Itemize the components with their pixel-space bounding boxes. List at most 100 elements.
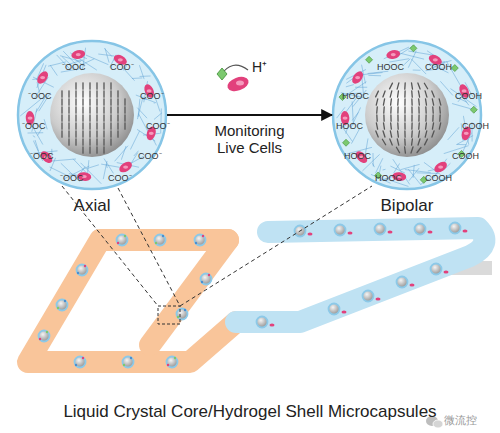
- hydrogel-shell: [332, 40, 482, 190]
- dot: [57, 307, 59, 309]
- dot: [201, 281, 203, 283]
- lc-molecule: [75, 131, 76, 137]
- enzyme-highlight: [464, 132, 469, 135]
- carboxyl-label: HOOC: [375, 174, 402, 184]
- bipolar-capsule: [332, 40, 482, 190]
- lc-molecule: [404, 139, 406, 145]
- polymer-mesh: [33, 136, 35, 138]
- lc-molecule: [110, 123, 111, 129]
- dot: [130, 357, 132, 359]
- reaction-arrow: [167, 114, 332, 116]
- microcapsule: [375, 224, 386, 235]
- carboxyl-label: ⁻OOC: [22, 122, 46, 132]
- lc-molecule: [404, 123, 405, 129]
- microcapsule: [155, 235, 166, 246]
- enzyme: [35, 69, 50, 85]
- carboxyl-label: HOOC: [377, 63, 404, 73]
- lc-molecule: [68, 107, 69, 113]
- lc-molecule: [425, 123, 427, 129]
- lc-molecule: [432, 91, 434, 97]
- lc-molecule: [411, 131, 413, 137]
- lc-molecule: [390, 131, 391, 137]
- cell-dot: [428, 230, 433, 233]
- microcapsule: [397, 277, 408, 288]
- microcapsule: [363, 291, 374, 302]
- enzyme: [225, 74, 250, 94]
- carboxyl-label: ⁻OOC: [62, 63, 86, 73]
- watermark: 微流控: [444, 414, 477, 426]
- polymer-mesh: [383, 169, 386, 171]
- lc-molecule: [82, 99, 83, 105]
- lc-molecule: [89, 123, 90, 129]
- capsule-node: Axial: [17, 40, 167, 190]
- lc-molecule: [404, 107, 405, 113]
- lc-molecule: [411, 123, 413, 129]
- lc-molecule: [89, 83, 90, 89]
- lc-molecule: [117, 107, 118, 113]
- polymer-mesh: [86, 55, 108, 65]
- dot: [208, 274, 210, 276]
- lc-molecule: [89, 139, 90, 145]
- lc-molecule: [390, 115, 391, 121]
- lc-molecule: [411, 139, 413, 145]
- hydrogel-shell: [17, 40, 167, 190]
- lc-molecule: [383, 107, 385, 113]
- polymer-mesh: [375, 158, 382, 173]
- lc-molecule: [103, 107, 104, 113]
- capsule-state-label: Bipolar: [307, 196, 500, 216]
- cell-dot: [388, 230, 393, 233]
- dot: [184, 309, 186, 311]
- lc-molecule: [82, 147, 83, 153]
- carboxyl-label: HOOC: [336, 122, 363, 132]
- lc-molecule: [432, 123, 433, 129]
- lc-molecule: [110, 139, 111, 145]
- lc-molecule: [110, 91, 111, 97]
- enzyme-highlight: [433, 58, 438, 61]
- lc-molecule: [397, 107, 398, 113]
- dot: [75, 364, 77, 366]
- microfluidic-channels: [28, 228, 492, 362]
- polymer-mesh: [50, 65, 57, 75]
- lc-molecule: [89, 147, 90, 153]
- dot: [155, 242, 157, 244]
- lc-molecule: [61, 91, 62, 97]
- lc-molecule: [75, 99, 76, 105]
- lc-molecule: [75, 115, 76, 121]
- lc-molecule: [418, 131, 419, 137]
- lc-molecule: [425, 107, 427, 113]
- lc-molecule: [117, 99, 118, 105]
- capsule-outline: [332, 40, 482, 190]
- polymer-mesh: [408, 51, 433, 55]
- substrate-diamond: [217, 68, 227, 80]
- polymer-mesh: [404, 59, 410, 65]
- product-diamond: [410, 45, 417, 52]
- lc-molecule: [82, 83, 83, 89]
- lc-molecule: [418, 83, 420, 89]
- microcapsule: [201, 274, 212, 285]
- dot: [162, 235, 164, 237]
- lc-molecule: [425, 139, 428, 145]
- lc-molecule: [411, 147, 413, 153]
- liquid-crystal-core: [365, 73, 449, 157]
- lc-molecule: [61, 107, 62, 113]
- lc-molecule: [390, 123, 392, 129]
- lc-molecule: [96, 131, 97, 137]
- lc-molecule: [376, 115, 378, 121]
- lc-molecule: [376, 99, 378, 105]
- carboxyl-label: COO⁻: [110, 63, 134, 73]
- lc-molecule: [404, 99, 405, 105]
- enzyme-highlight: [76, 53, 81, 56]
- lc-molecule: [425, 91, 427, 97]
- lc-molecule: [103, 123, 104, 129]
- polymer-mesh: [448, 127, 459, 140]
- product-diamond: [366, 56, 373, 63]
- lc-molecule: [103, 139, 104, 145]
- enzyme-highlight: [28, 116, 33, 119]
- lc-molecule: [376, 107, 378, 113]
- lc-molecule: [382, 139, 385, 144]
- polymer-mesh: [154, 113, 162, 120]
- lc-molecule: [418, 91, 419, 97]
- dot: [84, 265, 86, 267]
- carboxyl-label: COOH: [462, 122, 489, 132]
- watermark-icon: [433, 420, 443, 428]
